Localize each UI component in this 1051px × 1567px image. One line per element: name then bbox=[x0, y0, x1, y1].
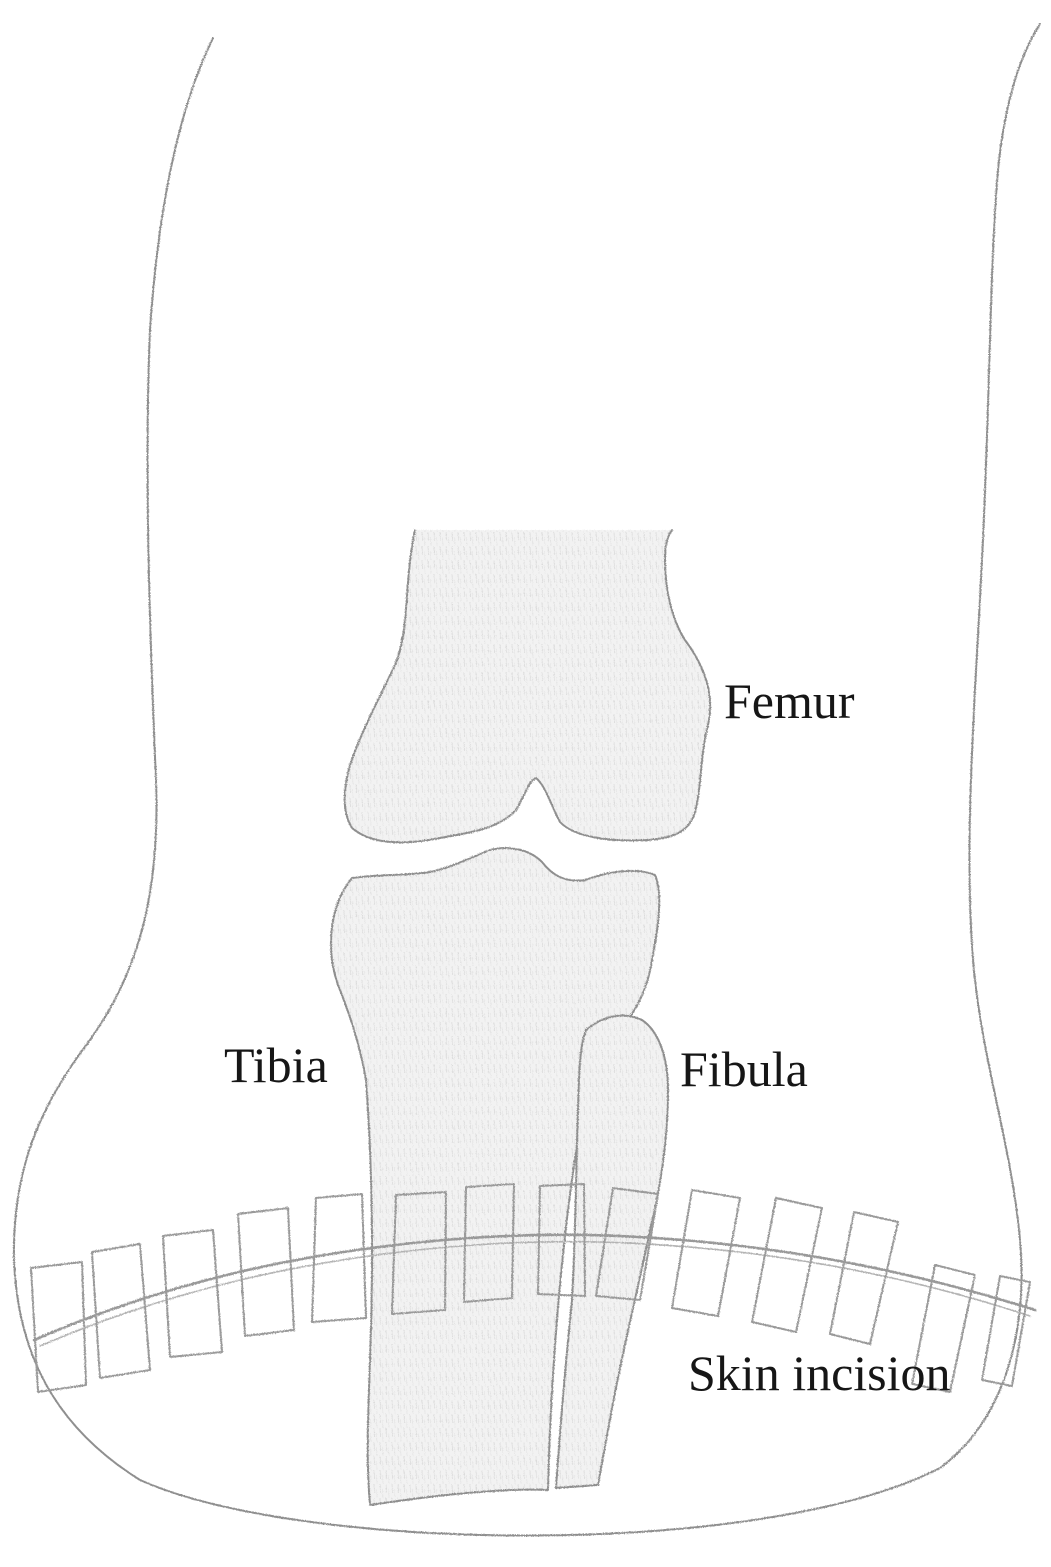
fibula-label: Fibula bbox=[680, 1044, 808, 1094]
femur-label: Femur bbox=[724, 676, 855, 726]
tibia-label: Tibia bbox=[224, 1040, 328, 1090]
skin-incision-label: Skin incision bbox=[688, 1348, 951, 1398]
femur-bone bbox=[345, 530, 711, 842]
